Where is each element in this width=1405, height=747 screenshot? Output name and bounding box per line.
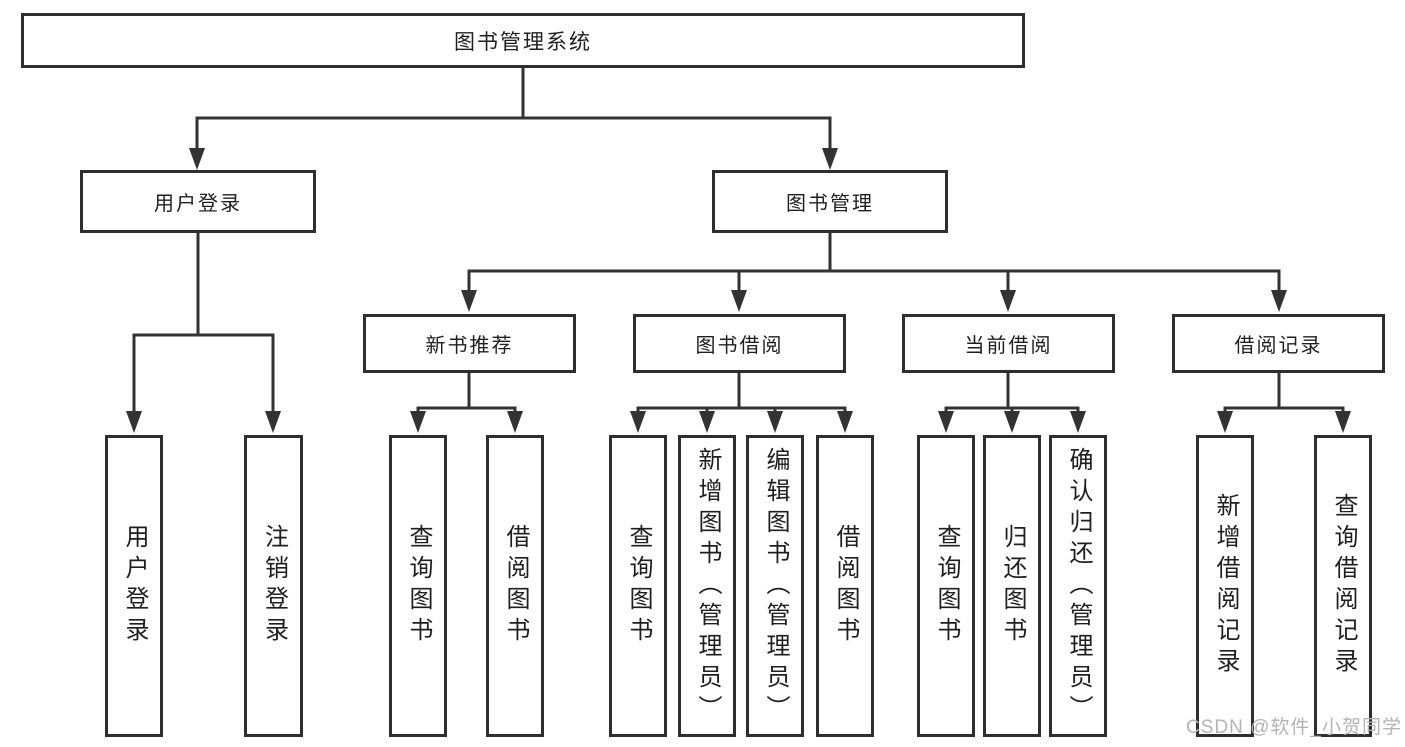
leaf-borrow-book-recommend: 借阅图书 bbox=[486, 435, 544, 737]
leaf-query-book-current: 查询图书 bbox=[917, 435, 975, 737]
leaf-query-book-borrow: 查询图书 bbox=[609, 435, 667, 737]
leaf-add-book-admin: 新增图书（管理员） bbox=[678, 435, 736, 737]
node-current-borrow: 当前借阅 bbox=[902, 314, 1115, 373]
leaf-return-book: 归还图书 bbox=[983, 435, 1041, 737]
leaf-query-borrow-record: 查询借阅记录 bbox=[1314, 435, 1372, 737]
leaf-query-book-current-label: 查询图书 bbox=[933, 524, 960, 648]
leaf-logout-login: 注销登录 bbox=[244, 435, 303, 737]
node-book-borrow: 图书借阅 bbox=[633, 314, 846, 373]
leaf-user-login-label: 用户登录 bbox=[121, 524, 148, 648]
node-borrow-records: 借阅记录 bbox=[1172, 314, 1385, 373]
leaf-borrow-book: 借阅图书 bbox=[816, 435, 874, 737]
leaf-query-borrow-record-label: 查询借阅记录 bbox=[1330, 493, 1357, 679]
leaf-query-book-recommend: 查询图书 bbox=[389, 435, 447, 737]
node-book-management: 图书管理 bbox=[712, 170, 948, 233]
node-new-book-recommend: 新书推荐 bbox=[363, 314, 576, 373]
leaf-logout-login-label: 注销登录 bbox=[260, 524, 288, 648]
csdn-watermark: CSDN @软件_小贺同学 bbox=[1186, 717, 1402, 738]
node-library-system: 图书管理系统 bbox=[21, 13, 1025, 68]
leaf-return-book-label: 归还图书 bbox=[999, 524, 1026, 648]
leaf-edit-book-admin: 编辑图书（管理员） bbox=[746, 435, 804, 737]
node-user-login: 用户登录 bbox=[80, 170, 316, 233]
leaf-add-book-admin-label: 新增图书（管理员） bbox=[694, 446, 721, 726]
leaf-borrow-book-label: 借阅图书 bbox=[832, 524, 859, 648]
leaf-query-book-borrow-label: 查询图书 bbox=[625, 524, 652, 648]
leaf-confirm-return-admin-label: 确认归还（管理员） bbox=[1065, 446, 1092, 726]
leaf-add-borrow-record: 新增借阅记录 bbox=[1196, 435, 1254, 737]
leaf-borrow-book-recommend-label: 借阅图书 bbox=[502, 524, 529, 648]
leaf-user-login: 用户登录 bbox=[105, 435, 163, 737]
leaf-query-book-recommend-label: 查询图书 bbox=[405, 524, 432, 648]
leaf-confirm-return-admin: 确认归还（管理员） bbox=[1049, 435, 1107, 737]
leaf-edit-book-admin-label: 编辑图书（管理员） bbox=[762, 446, 789, 726]
leaf-add-borrow-record-label: 新增借阅记录 bbox=[1212, 493, 1239, 679]
